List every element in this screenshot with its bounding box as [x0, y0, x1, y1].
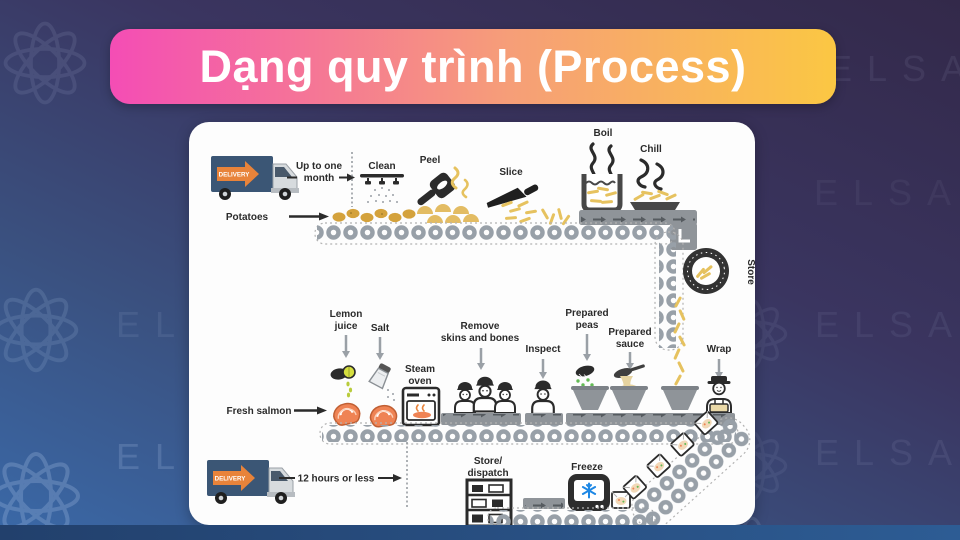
label-wrap: Wrap	[707, 344, 732, 379]
svg-text:12 hours or less: 12 hours or less	[298, 474, 375, 485]
elsa-logo-watermark	[0, 287, 79, 373]
conveyor-belt-1	[314, 222, 676, 245]
svg-text:month: month	[304, 173, 335, 184]
slice-station: Slice	[486, 167, 571, 226]
label-remove-skins: Remove skins and bones	[441, 321, 520, 370]
svg-text:Peel: Peel	[420, 155, 441, 166]
lemon-squeeze-icon	[330, 365, 356, 398]
snowflake-icon	[581, 482, 597, 499]
bottom-bar	[0, 525, 960, 540]
svg-text:Prepared: Prepared	[565, 308, 608, 319]
delivery-truck-top	[210, 155, 300, 201]
conveyor-belt-3	[487, 507, 656, 525]
potato-row	[332, 208, 416, 223]
store-vat-icon	[683, 248, 729, 294]
elsa-text-watermark: ELSA	[815, 432, 960, 473]
label-prepared-peas: Prepared peas	[565, 308, 609, 361]
freezer-icon	[568, 474, 610, 511]
workers-icon	[454, 375, 516, 414]
chilled-fries	[633, 189, 678, 202]
conveyor-diagonal	[621, 410, 754, 525]
label-store: Store	[745, 259, 755, 285]
clean-station: Clean	[360, 161, 404, 203]
conveyor-descent	[654, 231, 684, 351]
knife-icon	[486, 184, 539, 208]
label-potatoes: Potatoes	[226, 212, 329, 223]
elsa-text-watermark: ELSA	[815, 304, 960, 345]
svg-text:dispatch: dispatch	[467, 468, 508, 479]
elsa-text-watermark: ELSA	[828, 48, 960, 89]
platform-row1	[579, 210, 697, 250]
platform-row2	[441, 413, 735, 425]
svg-text:Inspect: Inspect	[525, 344, 561, 355]
steam-icon	[636, 158, 650, 189]
svg-text:sauce: sauce	[616, 339, 645, 350]
delivery-truck-bottom	[206, 459, 296, 505]
svg-text:skins and bones: skins and bones	[441, 333, 520, 344]
label-salt: Salt	[371, 323, 390, 360]
label-prepared-sauce: Prepared sauce	[608, 327, 652, 370]
funnel-icon	[661, 386, 699, 410]
elsa-logo-watermark	[3, 21, 87, 105]
svg-text:oven: oven	[408, 376, 431, 387]
peeled-potatoes	[417, 204, 479, 223]
process-diagram-svg: DELIVERY	[206, 128, 755, 525]
steam-oven-station: Steam oven	[401, 364, 441, 427]
conveyor-belt-2	[319, 422, 739, 445]
svg-text:peas: peas	[576, 320, 599, 331]
inspector-icon	[531, 379, 555, 416]
svg-text:Steam: Steam	[405, 364, 435, 375]
svg-text:juice: juice	[334, 321, 358, 332]
svg-text:Boil: Boil	[594, 128, 613, 139]
water-spray-icon	[367, 187, 398, 203]
svg-text:Freeze: Freeze	[571, 462, 603, 473]
svg-text:Wrap: Wrap	[707, 344, 732, 355]
boil-station: Boil	[581, 128, 623, 213]
label-fresh-salmon: Fresh salmon	[226, 406, 327, 417]
chill-station: Chill	[630, 144, 680, 215]
svg-text:Salt: Salt	[371, 323, 390, 334]
platform-row3	[523, 498, 565, 509]
label-lemon-juice: Lemon juice	[330, 309, 363, 358]
svg-text:Chill: Chill	[640, 144, 662, 155]
svg-text:Clean: Clean	[368, 161, 395, 172]
funnel-icon	[610, 386, 648, 410]
peel-curl-icon	[450, 166, 460, 190]
svg-text:Potatoes: Potatoes	[226, 212, 269, 223]
steam-icon	[653, 162, 665, 191]
peel-curl-icon	[461, 178, 469, 199]
svg-text:Prepared: Prepared	[608, 327, 651, 338]
page-title: Dạng quy trình (Process)	[199, 40, 747, 92]
svg-text:Up to one: Up to one	[296, 161, 343, 172]
svg-text:Remove: Remove	[461, 321, 500, 332]
svg-text:Store/: Store/	[474, 456, 503, 467]
title-banner: Dạng quy trình (Process)	[110, 29, 836, 104]
svg-text:Fresh salmon: Fresh salmon	[226, 406, 291, 417]
package-box-icon	[611, 491, 631, 509]
process-diagram-card: DELIVERY	[189, 122, 755, 525]
salt-sprinkle	[387, 389, 395, 401]
peeler-icon	[417, 172, 456, 206]
label-inspect: Inspect	[525, 344, 561, 379]
peel-station: Peel	[417, 155, 469, 206]
salt-shaker-icon	[368, 363, 391, 390]
sliced-fries	[500, 200, 571, 226]
svg-text:Slice: Slice	[499, 167, 523, 178]
steam-oven-icon	[401, 386, 441, 427]
svg-text:Lemon: Lemon	[330, 309, 363, 320]
label-twelve-hours: 12 hours or less	[279, 474, 402, 485]
wrap-person-icon	[706, 376, 732, 414]
salmon-steak-icon	[369, 404, 398, 428]
freeze-station: Freeze	[568, 462, 610, 511]
funnel-icon	[571, 386, 609, 410]
label-up-to-one-month: Up to one month	[287, 161, 355, 184]
elsa-text-watermark: ELSA	[814, 172, 960, 213]
